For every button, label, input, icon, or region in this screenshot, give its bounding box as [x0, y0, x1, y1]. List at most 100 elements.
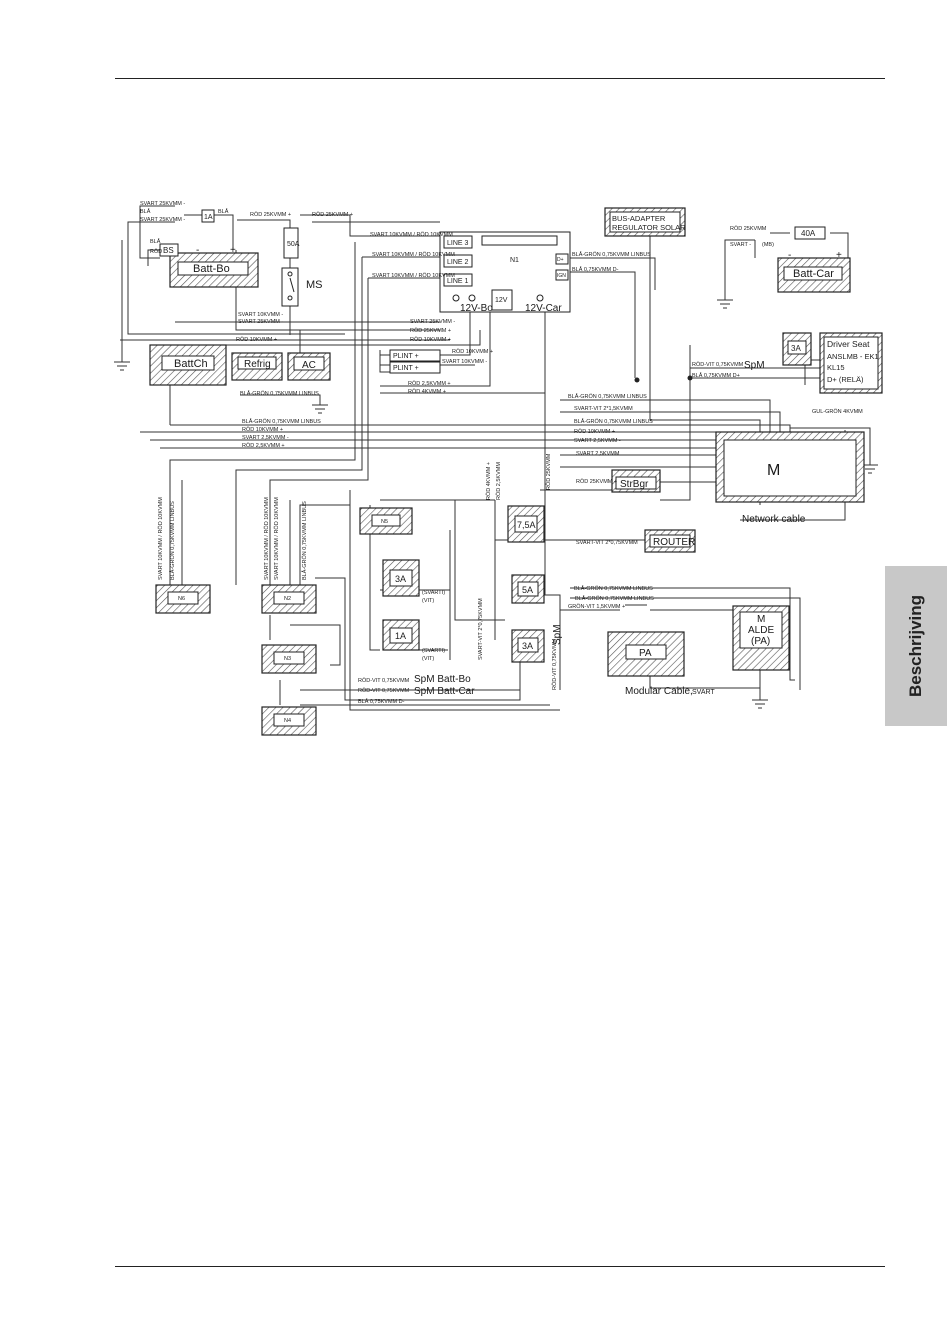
n6-module[interactable]: N6 — [155, 584, 211, 614]
svg-text:+: + — [230, 245, 236, 256]
ac-box[interactable]: AC — [287, 352, 331, 381]
m-alde-line3: (PA) — [751, 636, 770, 647]
spm-batt-bo-label: SpM Batt-Bo — [414, 674, 471, 685]
section-tab[interactable]: Beschrijving — [885, 566, 947, 726]
bus-adapter[interactable]: BUS-ADAPTER REGULATOR SOLAR — [604, 207, 686, 237]
wire-label: BLÅ — [140, 208, 151, 215]
fuse-3a-driver-label: 3A — [791, 344, 801, 353]
12v-label: 12V — [495, 297, 508, 304]
fuse-40a-label: 40A — [801, 229, 816, 238]
batt-bo-battery[interactable]: Batt-Bo - + — [169, 245, 259, 288]
n2-module[interactable]: N2 — [261, 584, 317, 614]
m-control-panel[interactable]: M — [715, 431, 865, 503]
bus-adapter-line2: REGULATOR SOLAR — [612, 223, 686, 232]
plint-terminals[interactable]: PLINT + PLINT + — [389, 349, 441, 374]
wire-label: BLÅ-GRÖN 0,75KVMM LINBUS — [240, 390, 319, 397]
fuse-7-5a[interactable]: 7,5A — [507, 505, 545, 543]
n4-module[interactable]: N4 — [261, 706, 317, 736]
modular-svart-label: SVART — [692, 689, 715, 696]
spm-batt-car-label: SpM Batt-Car — [414, 686, 475, 697]
n1-central-unit[interactable]: LINE 3 LINE 2 LINE 1 N1 D+ IGN 12V 12V-B… — [439, 231, 571, 314]
junction-dot — [687, 375, 693, 381]
fuse-50a-label: 50A — [287, 241, 300, 248]
wire-label: BLÅ 0,75KVMM D- — [358, 698, 405, 705]
pa-label: PA — [639, 648, 652, 659]
wire-label: BLÅ-GRÖN 0,75KVMM LINBUS — [301, 501, 308, 580]
svg-text:-: - — [788, 250, 791, 261]
fuse-50a[interactable]: 50A — [283, 227, 300, 259]
12v-bo-label: 12V-Bo — [460, 303, 493, 314]
fuse-1a-b[interactable]: 1A — [382, 619, 420, 651]
fuse-5a[interactable]: 5A — [511, 574, 545, 604]
wire-label: BLÅ 0,75KVMM D- — [572, 266, 619, 273]
plint1-label: PLINT + — [393, 353, 419, 360]
wire-label: RÖD 10KVMM + — [242, 426, 283, 433]
n3-module[interactable]: N3 — [261, 644, 317, 674]
fuse-3a-a[interactable]: 3A — [382, 559, 420, 597]
wire-label: RÖD 10KVMM + — [236, 336, 277, 343]
n5-label: N5 — [381, 519, 388, 525]
driver-line1: Driver Seat — [827, 339, 870, 349]
wire-label: SVART-VIT 2*1,5KVMM — [574, 406, 633, 412]
wire-labels: SVART 25KVMM - BLÅ SVART 25KVMM - BLÅ RÖ… — [140, 201, 863, 705]
driver-line4: D+ (RELÄ) — [827, 375, 864, 384]
wire-label: SVART 10KVMM / RÖD 10KVMM — [370, 231, 453, 238]
bottom-rule — [115, 1266, 885, 1267]
wire-label: RÖD 2,5KVMM — [495, 462, 502, 500]
wire-label: RÖD 25KVMM + — [576, 478, 617, 485]
wire-label: RÖD 25KVMM + — [250, 211, 291, 218]
fuse-1a-b-label: 1A — [395, 631, 406, 641]
fuse-40a[interactable]: 40A — [794, 226, 826, 240]
modular-cable-label: Modular Cable, — [625, 686, 693, 697]
wire-label: RÖD 25KVMM — [730, 225, 767, 232]
wire-label: RÖD 10KVMM + — [452, 348, 493, 355]
n1-label: N1 — [510, 257, 519, 264]
spm-top-label: SpM — [744, 360, 765, 371]
bus-adapter-line1: BUS-ADAPTER — [612, 214, 666, 223]
fuse-1a-top[interactable]: 1A — [201, 209, 215, 223]
driver-seat-box[interactable]: Driver Seat ANSLMB - EK1 KL15 D+ (RELÄ) — [819, 332, 883, 394]
wire-label: RÖD — [150, 248, 162, 255]
12v-car-label: 12V-Car — [525, 303, 562, 314]
main-switch[interactable]: MS — [281, 267, 323, 307]
n2-label: N2 — [284, 596, 291, 602]
wire-label: BLÅ-GRÖN 0,75KVMM LINBUS — [575, 595, 654, 602]
wire-label: GRÖN-VIT 1,5KVMM + — [568, 603, 625, 610]
junction-dot — [634, 377, 640, 383]
ground-symbols — [114, 299, 878, 709]
spm-mid-label: SpM — [552, 624, 563, 645]
wire-label: BLÅ-GRÖN 0,75KVMM LINBUS — [169, 501, 176, 580]
battch-label: BattCh — [174, 358, 208, 370]
router-box[interactable]: ROUTER — [644, 529, 696, 553]
svg-text:-: - — [196, 245, 199, 256]
n5-module[interactable]: N5 — [359, 507, 413, 535]
refrig-box[interactable]: Refrig — [231, 352, 283, 381]
wire-label: RÖD 10KVMM + — [574, 428, 615, 435]
wire-label: RÖD-VIT 0,75KVMM — [551, 638, 558, 690]
wire-label: RÖD 25KVMM + — [312, 211, 353, 218]
wire-label: SVART 25KVMM - — [238, 319, 283, 325]
wire-label: RÖD 4KVMM + — [408, 388, 446, 395]
pa-box[interactable]: PA — [607, 631, 685, 677]
fuse-3a-driver[interactable]: 3A — [782, 332, 812, 366]
ms-label: MS — [306, 279, 323, 291]
wire-label: SVART 2,5KVMM - — [242, 435, 289, 441]
m-alde-box[interactable]: M ALDE (PA) — [732, 605, 790, 671]
wire-label: SVART 10KVMM - — [238, 312, 283, 318]
strbgr-box[interactable]: StrBgr — [611, 469, 661, 493]
bs-fuse[interactable]: BS — [159, 243, 179, 257]
driver-line3: KL15 — [827, 363, 845, 372]
battch-charger[interactable]: BattCh — [149, 344, 227, 386]
wire-label: BLÅ 0,75KVMM D+ — [692, 372, 740, 379]
wire-label: RÖD 4KVMM + — [485, 462, 492, 500]
ac-label: AC — [302, 360, 316, 371]
batt-car-battery[interactable]: Batt-Car - + — [777, 250, 851, 293]
router-label: ROUTER — [653, 537, 695, 548]
fuse-3a-b[interactable]: 3A — [511, 629, 545, 663]
vit-a: (VIT) — [422, 598, 434, 604]
batt-car-label: Batt-Car — [793, 268, 834, 280]
wire-label: BLÅ-GRÖN 0,75KVMM LINBUS — [242, 418, 321, 425]
wire-label: RÖD 10KVMM + — [410, 336, 451, 343]
n3-label: N3 — [284, 656, 291, 662]
